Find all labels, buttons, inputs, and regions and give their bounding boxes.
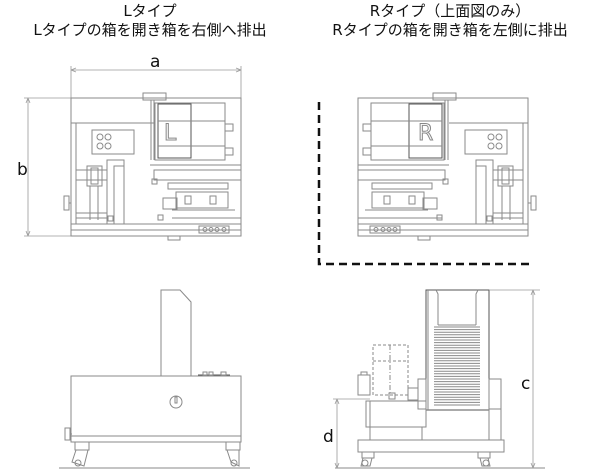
button-strip: [198, 225, 230, 234]
l-type-description: Lタイプの箱を開き箱を右側へ排出: [33, 21, 267, 39]
l-type-heading: Lタイプ: [123, 2, 177, 20]
box-l: L: [150, 100, 234, 161]
r-type-top-view: R: [317, 92, 537, 266]
l-type-side-view: [59, 289, 250, 469]
dimension-label-c: c: [521, 374, 530, 394]
caster-right-r: [477, 451, 491, 467]
r-type-title: Rタイプ（上面図のみ） Rタイプの箱を開き箱を左側に排出: [300, 2, 600, 40]
r-type-heading: Rタイプ（上面図のみ）: [369, 2, 531, 20]
dimension-a: a: [70, 52, 242, 100]
l-type-top-view: a b: [17, 52, 242, 241]
r-type-description: Rタイプの箱を開き箱を左側に排出: [332, 21, 568, 39]
dimension-d: d: [323, 398, 370, 469]
box-r: R: [362, 100, 449, 161]
box-marker-l: L: [164, 121, 177, 146]
l-type-title: Lタイプ Lタイプの箱を開き箱を右側へ排出: [0, 2, 300, 40]
box-marker-r: R: [418, 121, 433, 146]
caster-left: [71, 441, 90, 467]
control-panel-r: [464, 129, 508, 155]
dimension-b: b: [17, 97, 72, 237]
dashed-outline: [317, 102, 532, 266]
control-panel: [91, 129, 135, 155]
dimension-label-d: d: [323, 427, 334, 447]
chute-slats: [434, 326, 480, 406]
dimension-label-b: b: [17, 160, 28, 180]
r-type-side-view: c d: [323, 289, 545, 469]
power-switch: [169, 395, 183, 409]
dimension-c: c: [489, 289, 540, 469]
caster-left-r: [360, 451, 375, 467]
button-strip-r: [369, 225, 401, 234]
dimension-label-a: a: [150, 52, 160, 72]
caster-right: [225, 441, 241, 467]
